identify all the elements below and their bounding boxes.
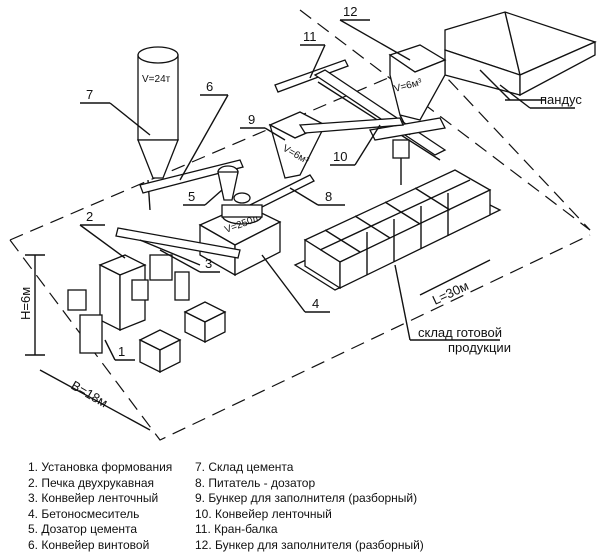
label-2: 2 <box>86 209 93 224</box>
legend-column-1: 1. Установка формования 2. Печка двухрук… <box>28 460 172 554</box>
label-1: 1 <box>118 344 125 359</box>
pallets <box>138 301 227 374</box>
warehouse-label-2: продукции <box>448 340 511 355</box>
ramp-building <box>444 11 597 101</box>
belt-conveyor-3 <box>115 227 241 266</box>
label-9: 9 <box>248 112 255 127</box>
legend-item: 1. Установка формования <box>28 460 173 474</box>
mixer <box>198 165 282 277</box>
label-11: 11 <box>303 29 317 44</box>
legend-item: 5. Дозатор цемента <box>28 522 138 537</box>
legend-item: 8. Питатель - дозатор <box>195 475 316 490</box>
label-7: 7 <box>86 87 93 102</box>
legend-column-2: 7. Склад цемента 8. Питатель - дозатор 9… <box>195 460 424 554</box>
label-4: 4 <box>312 296 319 311</box>
label-10: 10 <box>333 149 347 164</box>
legend-item: 11. Кран-балка <box>195 522 278 537</box>
legend-item: 6. Конвейер винтовой <box>28 537 150 552</box>
legend-item: 4. Бетоносмеситель <box>28 506 140 521</box>
forming-unit <box>67 254 190 354</box>
leader-lines <box>79 19 575 361</box>
legend-item: 3. Конвейер ленточный <box>28 491 159 506</box>
label-6: 6 <box>206 79 213 94</box>
silo-volume: V=24т <box>142 74 171 85</box>
legend-item: 2. Печка двухрукавная <box>28 475 155 490</box>
length-dimension: L=30м <box>430 278 471 308</box>
screw-conveyor <box>139 159 244 194</box>
floor-outline <box>9 9 591 441</box>
legend-item: 9. Бункер для заполнителя (разборный) <box>195 491 418 506</box>
width-dimension: B=18м <box>69 378 111 411</box>
dimension-lines <box>25 254 491 431</box>
ramp-label: пандус <box>540 92 582 107</box>
warehouse-label-1: склад готовой <box>418 325 502 340</box>
legend-item: 7. Склад цемента <box>195 460 294 474</box>
label-8: 8 <box>325 189 332 204</box>
legend-item: 12. Бункер для заполнителя (разборный) <box>195 537 424 552</box>
warehouse-blocks <box>293 169 502 291</box>
legend-item: 10. Конвейер ленточный <box>195 506 332 521</box>
label-12: 12 <box>343 4 357 19</box>
cement-silo <box>137 46 179 211</box>
label-5: 5 <box>188 189 195 204</box>
height-dimension: H=6м <box>18 287 33 320</box>
label-3: 3 <box>205 256 212 271</box>
